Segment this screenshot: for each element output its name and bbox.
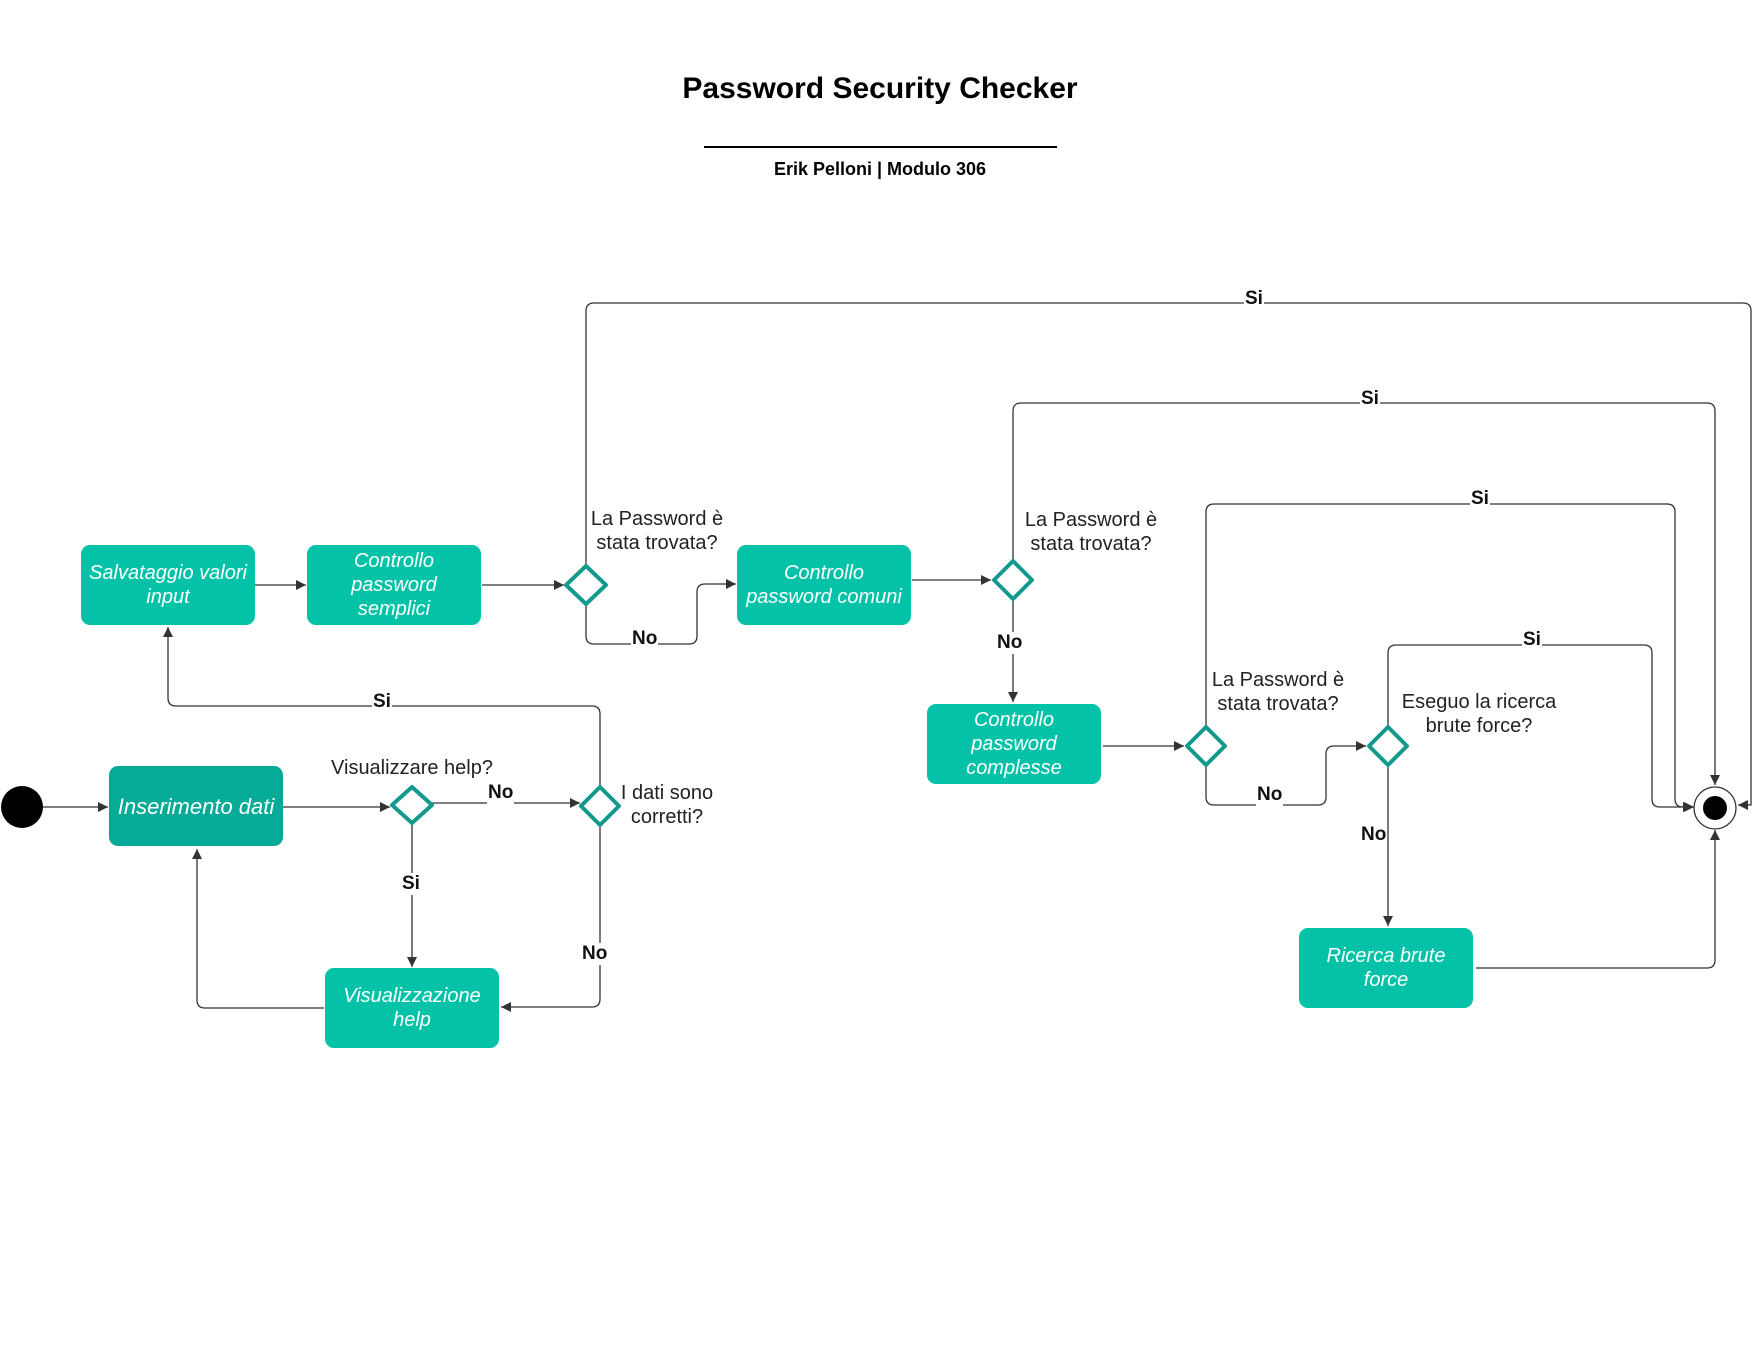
decision-found-2 (992, 559, 1034, 601)
edge-d1-si (585, 302, 1752, 810)
node-inserimento-dati[interactable]: Inserimento dati (109, 766, 283, 846)
end-node (1693, 786, 1737, 830)
edge-label-no-dati: No (581, 943, 609, 965)
edge-d3-si (1205, 503, 1693, 812)
edge-d1-no (585, 579, 736, 645)
edge-label-si-dati: Si (372, 691, 392, 713)
node-visualizzazione-help[interactable]: Visualizzazione help (325, 968, 499, 1048)
node-controllo-password-semplici[interactable]: Controllo password semplici (307, 545, 481, 625)
edge-d4-si (1387, 644, 1694, 812)
decision-brute (1367, 725, 1409, 767)
label-password-trovata-2: La Password è stata trovata? (1024, 509, 1158, 555)
edge-d3-no (1205, 741, 1366, 806)
edge-help-back (192, 849, 324, 1009)
start-node (1, 786, 43, 828)
edge-label-si-d3: Si (1470, 488, 1490, 510)
edge-label-si-help: Si (401, 873, 421, 895)
diagram-title: Password Security Checker (682, 72, 1078, 105)
node-controllo-password-complesse[interactable]: Controllo password complesse (927, 704, 1101, 784)
diagram-subtitle: Erik Pelloni | Modulo 306 (773, 159, 987, 179)
label-password-trovata-3: La Password è stata trovata? (1211, 669, 1345, 715)
edge-brute-to-end (1476, 830, 1720, 969)
label-password-trovata-1: La Password è stata trovata? (590, 508, 724, 554)
decision-help (390, 785, 434, 825)
edge-label-si-d2: Si (1360, 388, 1380, 410)
edge-d2-si (1012, 402, 1720, 785)
label-eseguo-brute-force: Eseguo la ricerca brute force? (1401, 691, 1557, 737)
edge-label-no-d3: No (1256, 784, 1284, 806)
decision-found-3 (1185, 725, 1227, 767)
node-controllo-password-comuni[interactable]: Controllo password comuni (737, 545, 911, 625)
edge-dati-no (501, 825, 601, 1012)
edge-label-no-d4: No (1360, 824, 1388, 846)
label-dati-corretti: I dati sono corretti? (620, 782, 714, 828)
edge-label-si-d1: Si (1244, 288, 1264, 310)
label-visualizzare-help: Visualizzare help? (331, 757, 493, 779)
decision-found-1 (564, 564, 608, 606)
edge-label-no-d2: No (996, 632, 1024, 654)
title-divider (704, 146, 1057, 148)
decision-dati (579, 785, 621, 827)
edge-label-si-d4: Si (1522, 629, 1542, 651)
edge-label-no-d1: No (631, 628, 659, 650)
edge-label-no-help: No (487, 782, 515, 804)
node-salvataggio-valori-input[interactable]: Salvataggio valori input (81, 545, 255, 625)
node-ricerca-brute-force[interactable]: Ricerca brute force (1299, 928, 1473, 1008)
